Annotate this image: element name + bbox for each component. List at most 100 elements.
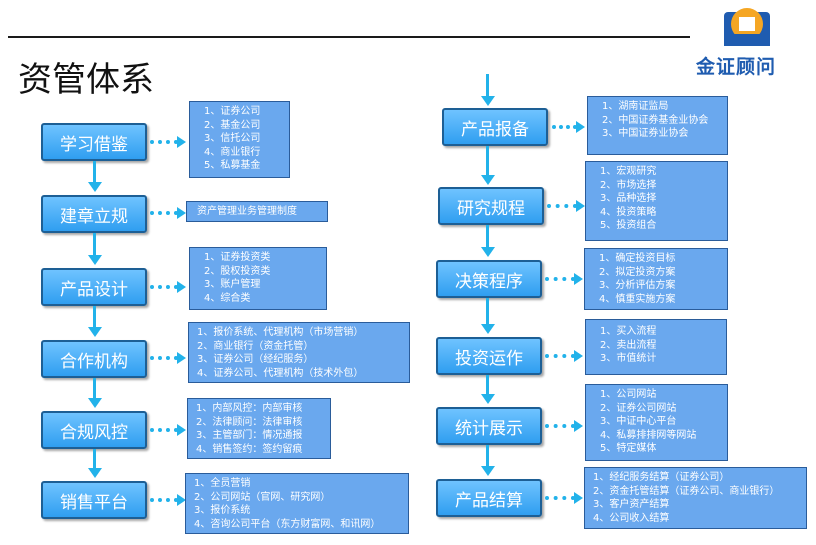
dotted-connector <box>545 277 575 281</box>
company-logo-icon <box>724 8 770 46</box>
note-item: 3、中证中心平台 <box>600 416 677 428</box>
note-item: 2、中国证券基金业协会 <box>602 114 709 126</box>
step-label: 统计展示 <box>455 418 523 439</box>
dotted-connector <box>150 285 178 289</box>
step-label: 学习借鉴 <box>60 134 128 155</box>
flow-arrow-line <box>486 375 489 395</box>
note-box-compliance: 1、内部风控：内部审核 2、法律顾问：法律审核 3、主管部门：情况通报 4、销售… <box>187 398 331 459</box>
dotted-connector <box>545 424 575 428</box>
note-item: 5、特定媒体 <box>600 443 657 455</box>
flow-arrow-line <box>486 146 489 175</box>
dotted-arrow-head-icon <box>177 424 186 436</box>
step-label: 研究规程 <box>457 198 525 219</box>
flow-arrow-head-icon <box>481 247 495 257</box>
brand-name: 金证顾问 <box>696 56 777 78</box>
note-item: 3、账户管理 <box>204 279 261 291</box>
note-item: 3、报价系统 <box>194 505 251 517</box>
flow-arrow-line <box>93 161 96 183</box>
flow-arrow-head-icon <box>88 182 102 192</box>
note-item: 1、证券公司 <box>204 106 261 117</box>
flow-arrow-head-icon <box>481 324 495 334</box>
page-title: 资管体系 <box>18 60 154 100</box>
note-box-settlement: 1、经纪服务结算（证券公司） 2、资金托管结算（证券公司、商业银行） 3、客户资… <box>584 467 807 529</box>
note-item: 3、客户资产结算 <box>593 499 670 511</box>
header-divider <box>8 36 690 38</box>
note-item: 3、品种选择 <box>600 193 657 205</box>
note-box-statistics-display: 1、公司网站 2、证券公司网站 3、中证中心平台 4、私募排排网等网站 5、特定… <box>585 384 728 461</box>
step-label: 产品设计 <box>60 279 128 300</box>
note-item: 4、咨询公司平台（东方财富网、和讯网） <box>194 518 381 530</box>
dotted-arrow-head-icon <box>574 350 583 362</box>
step-label: 决策程序 <box>455 271 523 292</box>
step-label: 建章立规 <box>60 206 128 227</box>
note-item: 5、投资组合 <box>600 220 657 232</box>
note-box-decision: 1、确定投资目标 2、拟定投资方案 3、分析评估方案 4、慎重实施方案 <box>584 248 728 310</box>
note-item: 2、基金公司 <box>204 119 261 131</box>
note-item: 3、中国证券业协会 <box>602 128 689 140</box>
note-item: 4、销售签约：签约留痕 <box>196 443 303 455</box>
step-label: 产品结算 <box>455 490 523 511</box>
note-item: 1、内部风控：内部审核 <box>196 403 303 414</box>
note-item: 1、买入流程 <box>600 326 657 337</box>
note-item: 4、慎重实施方案 <box>599 293 676 305</box>
flow-arrow-head-icon <box>481 394 495 404</box>
flow-arrow-line <box>486 298 489 325</box>
step-product-filing: 产品报备 <box>442 108 548 146</box>
note-item: 2、证券公司网站 <box>600 402 677 414</box>
note-item: 5、私募基金 <box>204 160 261 172</box>
dotted-arrow-head-icon <box>177 494 186 506</box>
note-item: 2、市场选择 <box>600 179 657 191</box>
note-item: 2、法律顾问：法律审核 <box>196 416 303 428</box>
dotted-connector <box>545 496 575 500</box>
flow-arrow-head-icon <box>88 327 102 337</box>
step-compliance: 合规风控 <box>41 411 147 449</box>
step-product-design: 产品设计 <box>41 268 147 306</box>
flow-arrow-head-icon <box>481 96 495 106</box>
step-decision: 决策程序 <box>436 260 542 298</box>
note-item: 1、确定投资目标 <box>599 253 676 264</box>
step-rules: 建章立规 <box>41 195 147 233</box>
note-item: 4、商业银行 <box>204 146 261 158</box>
flow-arrow-line <box>486 445 489 467</box>
dotted-arrow-head-icon <box>574 420 583 432</box>
note-box-rules: 资产管理业务管理制度 <box>186 201 328 222</box>
step-label: 产品报备 <box>461 119 529 140</box>
dotted-connector <box>150 356 178 360</box>
step-label: 合作机构 <box>60 351 128 372</box>
flow-arrow-line <box>93 306 96 328</box>
dotted-connector <box>150 140 178 144</box>
step-settlement: 产品结算 <box>436 479 542 517</box>
note-item: 2、商业银行（资金托管） <box>197 340 314 352</box>
note-box-study: 1、证券公司 2、基金公司 3、信托公司 4、商业银行 5、私募基金 <box>189 101 290 178</box>
step-partners: 合作机构 <box>41 340 147 378</box>
note-item: 资产管理业务管理制度 <box>197 206 297 217</box>
step-label: 合规风控 <box>60 422 128 443</box>
note-item: 4、私募排排网等网站 <box>600 429 697 441</box>
dotted-arrow-head-icon <box>576 200 585 212</box>
step-statistics-display: 统计展示 <box>436 407 542 445</box>
dotted-arrow-head-icon <box>177 136 186 148</box>
dotted-connector <box>150 428 178 432</box>
dotted-connector <box>150 498 178 502</box>
note-item: 2、股权投资类 <box>204 265 271 277</box>
note-item: 2、拟定投资方案 <box>599 266 676 278</box>
note-box-partners: 1、报价系统、代理机构（市场营销） 2、商业银行（资金托管） 3、证券公司（经纪… <box>188 322 410 383</box>
dotted-arrow-head-icon <box>576 121 585 133</box>
dotted-arrow-head-icon <box>574 273 583 285</box>
flow-arrow-head-icon <box>88 468 102 478</box>
note-item: 3、主管部门：情况通报 <box>196 430 303 442</box>
step-research: 研究规程 <box>438 187 544 225</box>
step-label: 销售平台 <box>60 492 128 513</box>
note-item: 1、湖南证监局 <box>602 101 669 112</box>
note-item: 1、报价系统、代理机构（市场营销） <box>197 327 364 338</box>
flow-arrow-line <box>93 233 96 256</box>
note-item: 1、公司网站 <box>600 389 657 400</box>
flow-arrow-head-icon <box>481 466 495 476</box>
flow-arrow-head-icon <box>481 175 495 185</box>
dotted-connector <box>545 354 575 358</box>
note-item: 3、信托公司 <box>204 133 261 145</box>
note-item: 2、资金托管结算（证券公司、商业银行） <box>593 485 780 497</box>
note-item: 3、证券公司（经纪服务） <box>197 354 314 366</box>
note-item: 1、宏观研究 <box>600 166 657 177</box>
note-box-research: 1、宏观研究 2、市场选择 3、品种选择 4、投资策略 5、投资组合 <box>585 161 728 241</box>
